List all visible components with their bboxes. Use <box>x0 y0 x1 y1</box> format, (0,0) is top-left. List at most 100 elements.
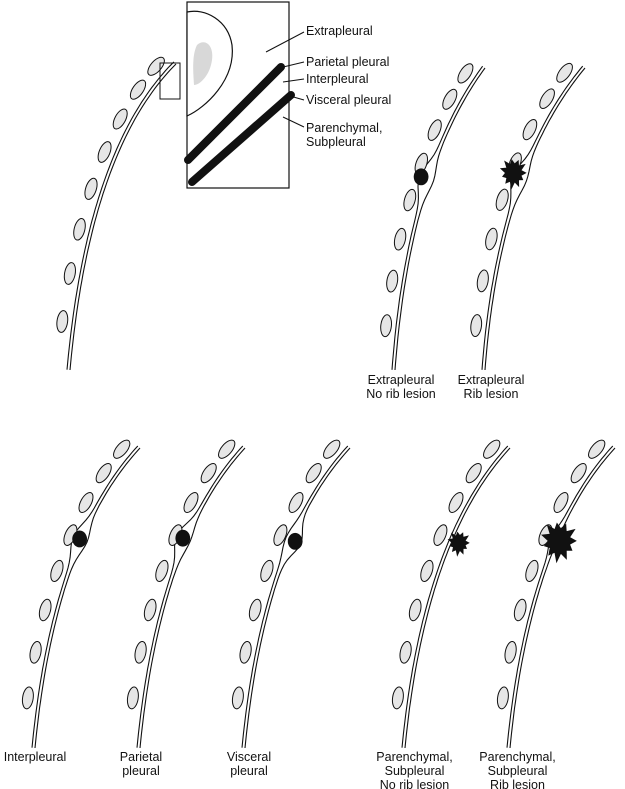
visceral-pleura-line <box>244 447 351 749</box>
parietal-pleura-line <box>391 65 484 370</box>
rib-cross-section <box>504 640 517 664</box>
inset-label-interpleural: Interpleural <box>306 72 369 86</box>
rib-cross-section <box>433 524 448 546</box>
rib-cross-section <box>525 559 539 582</box>
lesion-mass <box>287 532 303 550</box>
inset-parietal-pleura <box>184 63 285 164</box>
rib-cross-section <box>239 640 252 664</box>
rib-cross-section <box>556 62 573 83</box>
inset-visceral-pleura <box>188 91 295 186</box>
rib-cross-section <box>73 218 86 241</box>
rib-cross-section <box>218 439 236 459</box>
rib-cross-section <box>485 227 498 251</box>
rib-cross-section <box>522 118 538 141</box>
rib-cross-section <box>273 524 288 546</box>
rib-cross-section <box>386 269 399 293</box>
rib-cross-section <box>147 56 165 76</box>
visceral-pleura-line <box>509 447 616 749</box>
panel-parenchymal-no-rib <box>391 439 511 749</box>
rib-cross-section <box>260 559 274 582</box>
panel-extrapleural-no-rib <box>380 63 486 371</box>
inset-leader-interpleural <box>282 78 305 83</box>
visceral-pleura-line <box>484 67 586 371</box>
visceral-pleura-line <box>34 447 141 749</box>
lesion-mass <box>413 168 429 186</box>
inset-label-parietal-pleural: Parietal pleural <box>306 55 390 69</box>
rib-cross-section <box>78 491 94 514</box>
rib-cross-section <box>457 63 474 84</box>
rib-cross-section <box>496 686 509 710</box>
lesion-mass <box>541 522 577 564</box>
panel-parenchymal-rib <box>496 439 616 749</box>
inset-label-extrapleural: Extrapleural <box>306 24 373 38</box>
inset-leader-parenchymal <box>282 116 305 128</box>
rib-cross-section <box>403 188 417 212</box>
rib-cross-section <box>391 686 404 710</box>
lesion-mass <box>499 159 527 190</box>
rib-cross-section <box>50 559 64 582</box>
rib-cross-section <box>408 598 422 622</box>
rib-cross-section <box>200 463 217 484</box>
parietal-pleura-line <box>401 445 509 748</box>
rib-cross-section <box>56 310 69 333</box>
rib-cross-section <box>231 686 244 710</box>
rib-cross-section <box>539 88 555 109</box>
rib-cross-section <box>570 463 587 484</box>
visceral-pleura-line <box>404 447 511 749</box>
parietal-pleura-line <box>481 65 584 370</box>
parietal-pleura-line <box>66 61 175 370</box>
inset-leader-parietal <box>278 61 305 69</box>
rib-cross-section <box>129 79 147 100</box>
inset-rib-marrow <box>193 42 213 85</box>
lesion-mass <box>72 530 88 548</box>
rib-cross-section <box>84 177 98 200</box>
rib-cross-section <box>21 686 34 710</box>
rib-cross-section <box>29 640 42 664</box>
panel-interpleural <box>21 439 141 749</box>
rib-cross-section <box>112 108 128 130</box>
rib-cross-section <box>399 640 412 664</box>
visceral-pleura-line <box>394 67 486 371</box>
rib-cross-section <box>183 491 199 514</box>
rib-cross-section <box>393 227 407 251</box>
rib-cross-section <box>323 439 341 459</box>
caption-extrapleural-rib-lesion: Extrapleural Rib lesion <box>457 373 525 401</box>
rib-cross-section <box>476 269 489 293</box>
parietal-pleura-line <box>31 445 139 748</box>
rib-cross-section <box>470 314 483 338</box>
panel-reference <box>56 56 177 371</box>
caption-parenchymal-rib-lesion: Parenchymal, Subpleural Rib lesion <box>479 750 556 789</box>
inset-leader-extrapleural <box>265 31 305 53</box>
rib-cross-section <box>248 598 262 622</box>
lesion-mass <box>175 529 191 547</box>
inset-locator-box <box>159 62 181 100</box>
lesion-mass <box>447 531 470 557</box>
caption-parenchymal-no-rib-lesion: Parenchymal, Subpleural No rib lesion <box>376 750 453 789</box>
parietal-pleura-line <box>136 445 244 748</box>
inset-label-visceral-pleural: Visceral pleural <box>306 93 392 107</box>
rib-cross-section <box>380 314 393 338</box>
visceral-pleura-line <box>69 63 177 371</box>
rib-cross-section <box>495 188 509 211</box>
rib-cross-section <box>553 491 569 514</box>
caption-extrapleural-no-rib-lesion: Extrapleural No rib lesion <box>366 373 436 401</box>
rib-cross-section <box>420 559 434 582</box>
rib-cross-section <box>448 491 464 514</box>
visceral-pleura-line <box>139 447 246 749</box>
rib-cross-section <box>305 463 322 484</box>
rib-cross-section <box>113 439 131 459</box>
rib-cross-section <box>513 598 527 622</box>
rib-cross-section <box>134 640 147 664</box>
rib-cross-section <box>38 598 52 622</box>
rib-cross-section <box>97 141 112 163</box>
rib-cross-section <box>95 463 112 484</box>
rib-cross-section <box>427 119 442 141</box>
panel-visceral <box>231 439 351 749</box>
rib-cross-section <box>143 598 157 622</box>
panel-parietal <box>126 439 246 749</box>
parietal-pleura-line <box>241 445 349 748</box>
rib-cross-section <box>288 491 304 514</box>
caption-visceral-pleural: Visceral pleural <box>226 750 272 778</box>
